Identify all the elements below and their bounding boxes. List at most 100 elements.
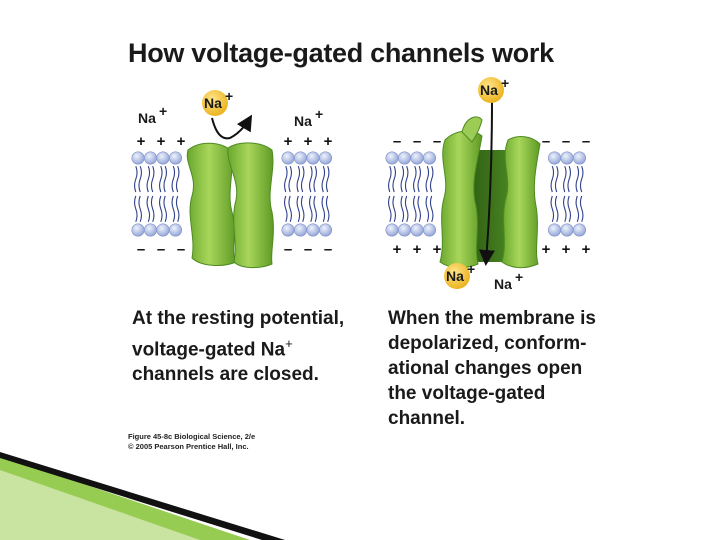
left-lipid-tail [297, 166, 300, 192]
left-phospholipid-head [132, 224, 144, 236]
right-charge-outside: – [413, 133, 421, 150]
left-lipid-tail [172, 196, 175, 222]
left-charge-inside: – [304, 241, 312, 258]
left-lipid-tail [160, 166, 163, 192]
left-caption: At the resting potential, voltage-gated … [132, 306, 344, 387]
right-charge-outside: – [562, 133, 570, 150]
left-outside-ion-2-label: Na [294, 113, 312, 129]
right-phospholipid-head [561, 224, 573, 236]
right-charge-inside: + [562, 241, 571, 258]
left-phospholipid-head [144, 152, 156, 164]
right-phospholipid-head [411, 152, 423, 164]
left-lipid-tail [297, 196, 300, 222]
left-outside-ion-2-charge: + [315, 106, 323, 122]
right-lipid-tail [405, 196, 408, 222]
left-phospholipid-head [169, 224, 181, 236]
left-phospholipid-head [294, 224, 306, 236]
closed-channel-right-subunit [228, 143, 274, 268]
left-lipid-tail [314, 166, 317, 192]
left-lipid-tail [176, 196, 179, 222]
left-lipid-tail [314, 196, 317, 222]
right-charge-outside: – [393, 133, 401, 150]
right-charge-inside: + [542, 241, 551, 258]
right-charge-outside: – [542, 133, 550, 150]
right-charge-inside: + [393, 241, 402, 258]
right-phospholipid-head [573, 152, 585, 164]
left-ion-arrow [212, 118, 250, 138]
left-lipid-tail [285, 196, 288, 222]
credit-line-2: © 2005 Pearson Prentice Hall, Inc. [128, 442, 255, 452]
left-phospholipid-head [132, 152, 144, 164]
right-phospholipid-head [411, 224, 423, 236]
right-lipid-tail [393, 166, 396, 192]
right-charge-inside: + [433, 241, 442, 258]
left-lipid-tail [289, 196, 292, 222]
right-lipid-tail [401, 166, 404, 192]
right-lipid-tail [389, 196, 392, 222]
right-lipid-tail [426, 166, 429, 192]
left-lipid-tail [326, 196, 329, 222]
right-charge-inside: + [413, 241, 422, 258]
left-phospholipid-head [294, 152, 306, 164]
right-inside-ion-2-charge: + [515, 269, 523, 285]
right-inside-ion-1-label: Na [446, 268, 464, 284]
right-phospholipid-head [423, 224, 435, 236]
sodium-ion: Na+ [294, 106, 323, 129]
right-caption: When the membrane is depolarized, confor… [388, 306, 596, 431]
left-lipid-tail [322, 196, 325, 222]
left-caption-charge: + [285, 336, 293, 351]
open-channel-right-subunit [502, 137, 540, 268]
left-lipid-tail [139, 166, 142, 192]
left-lipid-tail [172, 166, 175, 192]
closed-channel [187, 143, 273, 268]
right-lipid-tail [576, 196, 579, 222]
right-lipid-tail [568, 196, 571, 222]
left-phospholipid-head [307, 152, 319, 164]
left-phospholipid-head [282, 224, 294, 236]
right-lipid-tail [405, 166, 408, 192]
left-lipid-tail [147, 166, 150, 192]
right-lipid-tail [555, 196, 558, 222]
right-lipid-tail [564, 196, 567, 222]
left-charge-outside: + [284, 133, 293, 150]
left-charge-outside: + [177, 133, 186, 150]
left-charge-outside: + [157, 133, 166, 150]
right-phospholipid-head [398, 224, 410, 236]
left-lipid-tail [147, 196, 150, 222]
right-lipid-tail [580, 166, 583, 192]
right-caption-line-2: depolarized, conform- [388, 331, 596, 356]
right-phospholipid-head [561, 152, 573, 164]
left-lipid-tail [135, 196, 138, 222]
right-lipid-tail [551, 166, 554, 192]
right-charge-inside: + [582, 241, 591, 258]
left-phospholipid-head [319, 224, 331, 236]
left-lipid-tail [164, 196, 167, 222]
right-charge-outside: – [433, 133, 441, 150]
left-phospholipid-head [157, 224, 169, 236]
right-phospholipid-head [548, 224, 560, 236]
left-lipid-tail [285, 166, 288, 192]
right-lipid-tail [418, 166, 421, 192]
left-outside-ion-1-label: Na [138, 110, 156, 126]
sodium-ion: Na+ [138, 103, 167, 126]
left-caption-line-2-text: voltage-gated Na [132, 339, 285, 360]
left-phospholipid-head [169, 152, 181, 164]
left-lipid-tail [289, 166, 292, 192]
right-lipid-tail [401, 196, 404, 222]
left-lipid-tail [151, 196, 154, 222]
right-caption-line-5: channel. [388, 406, 596, 431]
right-lipid-tail [555, 166, 558, 192]
closed-channel-left-subunit [187, 143, 236, 265]
right-phospholipid-head [386, 152, 398, 164]
right-inside-ion-2-label: Na [494, 276, 512, 292]
left-charge-outside: + [304, 133, 313, 150]
left-outside-ion-1-charge: + [159, 103, 167, 119]
left-gate-ion-charge: + [225, 88, 233, 104]
right-phospholipid-head [548, 152, 560, 164]
right-lipid-tail [393, 196, 396, 222]
sodium-ion: Na+ [478, 75, 509, 103]
left-gate-ion-label: Na [204, 95, 222, 111]
right-phospholipid-head [386, 224, 398, 236]
right-lipid-tail [580, 196, 583, 222]
left-lipid-tail [310, 166, 313, 192]
